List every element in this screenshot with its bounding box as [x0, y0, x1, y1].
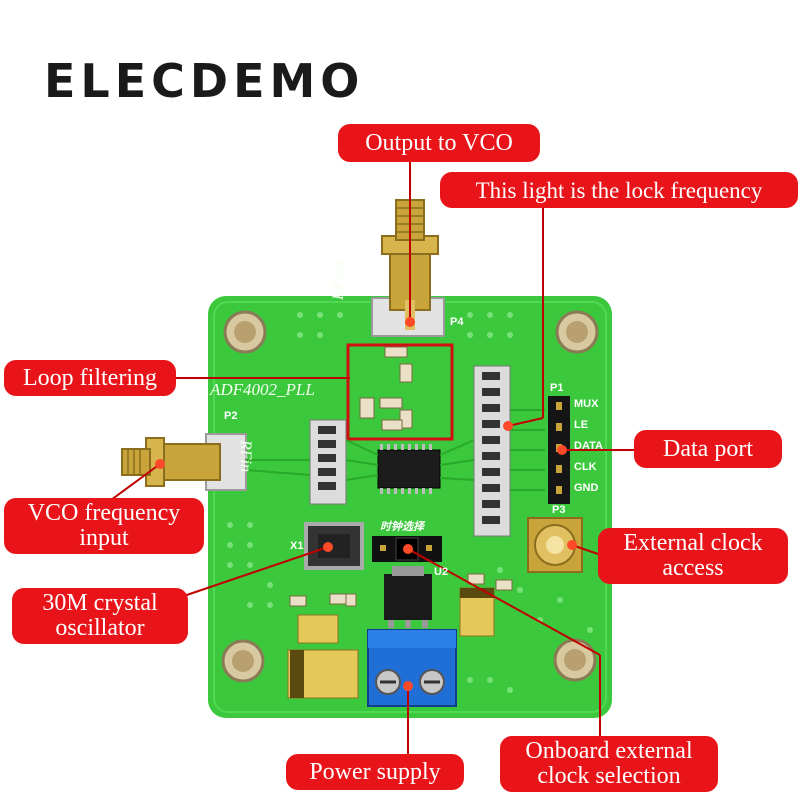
- clock-select-silkscreen: 时钟选择: [380, 521, 424, 533]
- callout-loop-filtering: Loop filtering: [4, 360, 176, 396]
- pin-label: LE: [574, 419, 589, 431]
- crystal-oscillator: [304, 522, 364, 570]
- pin-label: CLK: [574, 461, 597, 473]
- callout-text: clock selection: [537, 763, 681, 789]
- callout-text: This light is the lock frequency: [475, 177, 763, 203]
- callout-external-clock: External clock access: [598, 528, 788, 584]
- p2-silkscreen: P2: [224, 410, 238, 422]
- callout-text: Onboard external: [525, 738, 693, 764]
- callout-lock-light: This light is the lock frequency: [440, 172, 798, 208]
- mounting-screws: [221, 310, 599, 683]
- part-silkscreen: ADF4002_PLL: [210, 380, 315, 399]
- callout-data-port: Data port: [634, 430, 782, 468]
- callout-text: VCO frequency: [27, 500, 181, 526]
- callout-power-supply: Power supply: [286, 754, 464, 790]
- p4-silkscreen: P4: [450, 316, 464, 328]
- pin-label: GND: [574, 482, 599, 494]
- pin-label: MUX: [574, 398, 599, 410]
- callout-output-vco: Output to VCO: [338, 124, 540, 162]
- callout-text: External clock: [623, 530, 763, 556]
- u2-silkscreen: U2: [434, 566, 449, 578]
- power-terminal: [367, 629, 457, 707]
- callout-text: oscillator: [55, 615, 145, 641]
- callout-clock-selection: Onboard external clock selection: [500, 736, 718, 792]
- adf4002-chip: [377, 444, 441, 494]
- callout-text: input: [79, 525, 129, 551]
- pin-label: DATA: [574, 440, 603, 452]
- x1-silkscreen: X1: [290, 540, 304, 552]
- callout-text: Loop filtering: [23, 364, 157, 391]
- sma-connector-top: [371, 199, 445, 337]
- rfout-silkscreen: RFout: [330, 260, 347, 300]
- callout-crystal: 30M crystal oscillator: [12, 588, 188, 644]
- voltage-regulator: [384, 566, 432, 628]
- rfin-silkscreen: RFin: [237, 440, 254, 472]
- sma-connector-left: [121, 433, 247, 491]
- loop-filter-box: [346, 343, 454, 441]
- p1-silkscreen: P1: [550, 382, 564, 394]
- callout-text: Data port: [663, 435, 753, 462]
- callout-vco-input: VCO frequency input: [4, 498, 204, 554]
- callout-text: Output to VCO: [365, 129, 513, 156]
- callout-text: 30M crystal: [42, 590, 158, 616]
- callout-text: access: [662, 555, 724, 581]
- callout-text: Power supply: [309, 758, 441, 785]
- brand-logo: ELECDEMO: [44, 54, 365, 108]
- pcb-board: [208, 296, 612, 718]
- p3-silkscreen: P3: [552, 504, 566, 516]
